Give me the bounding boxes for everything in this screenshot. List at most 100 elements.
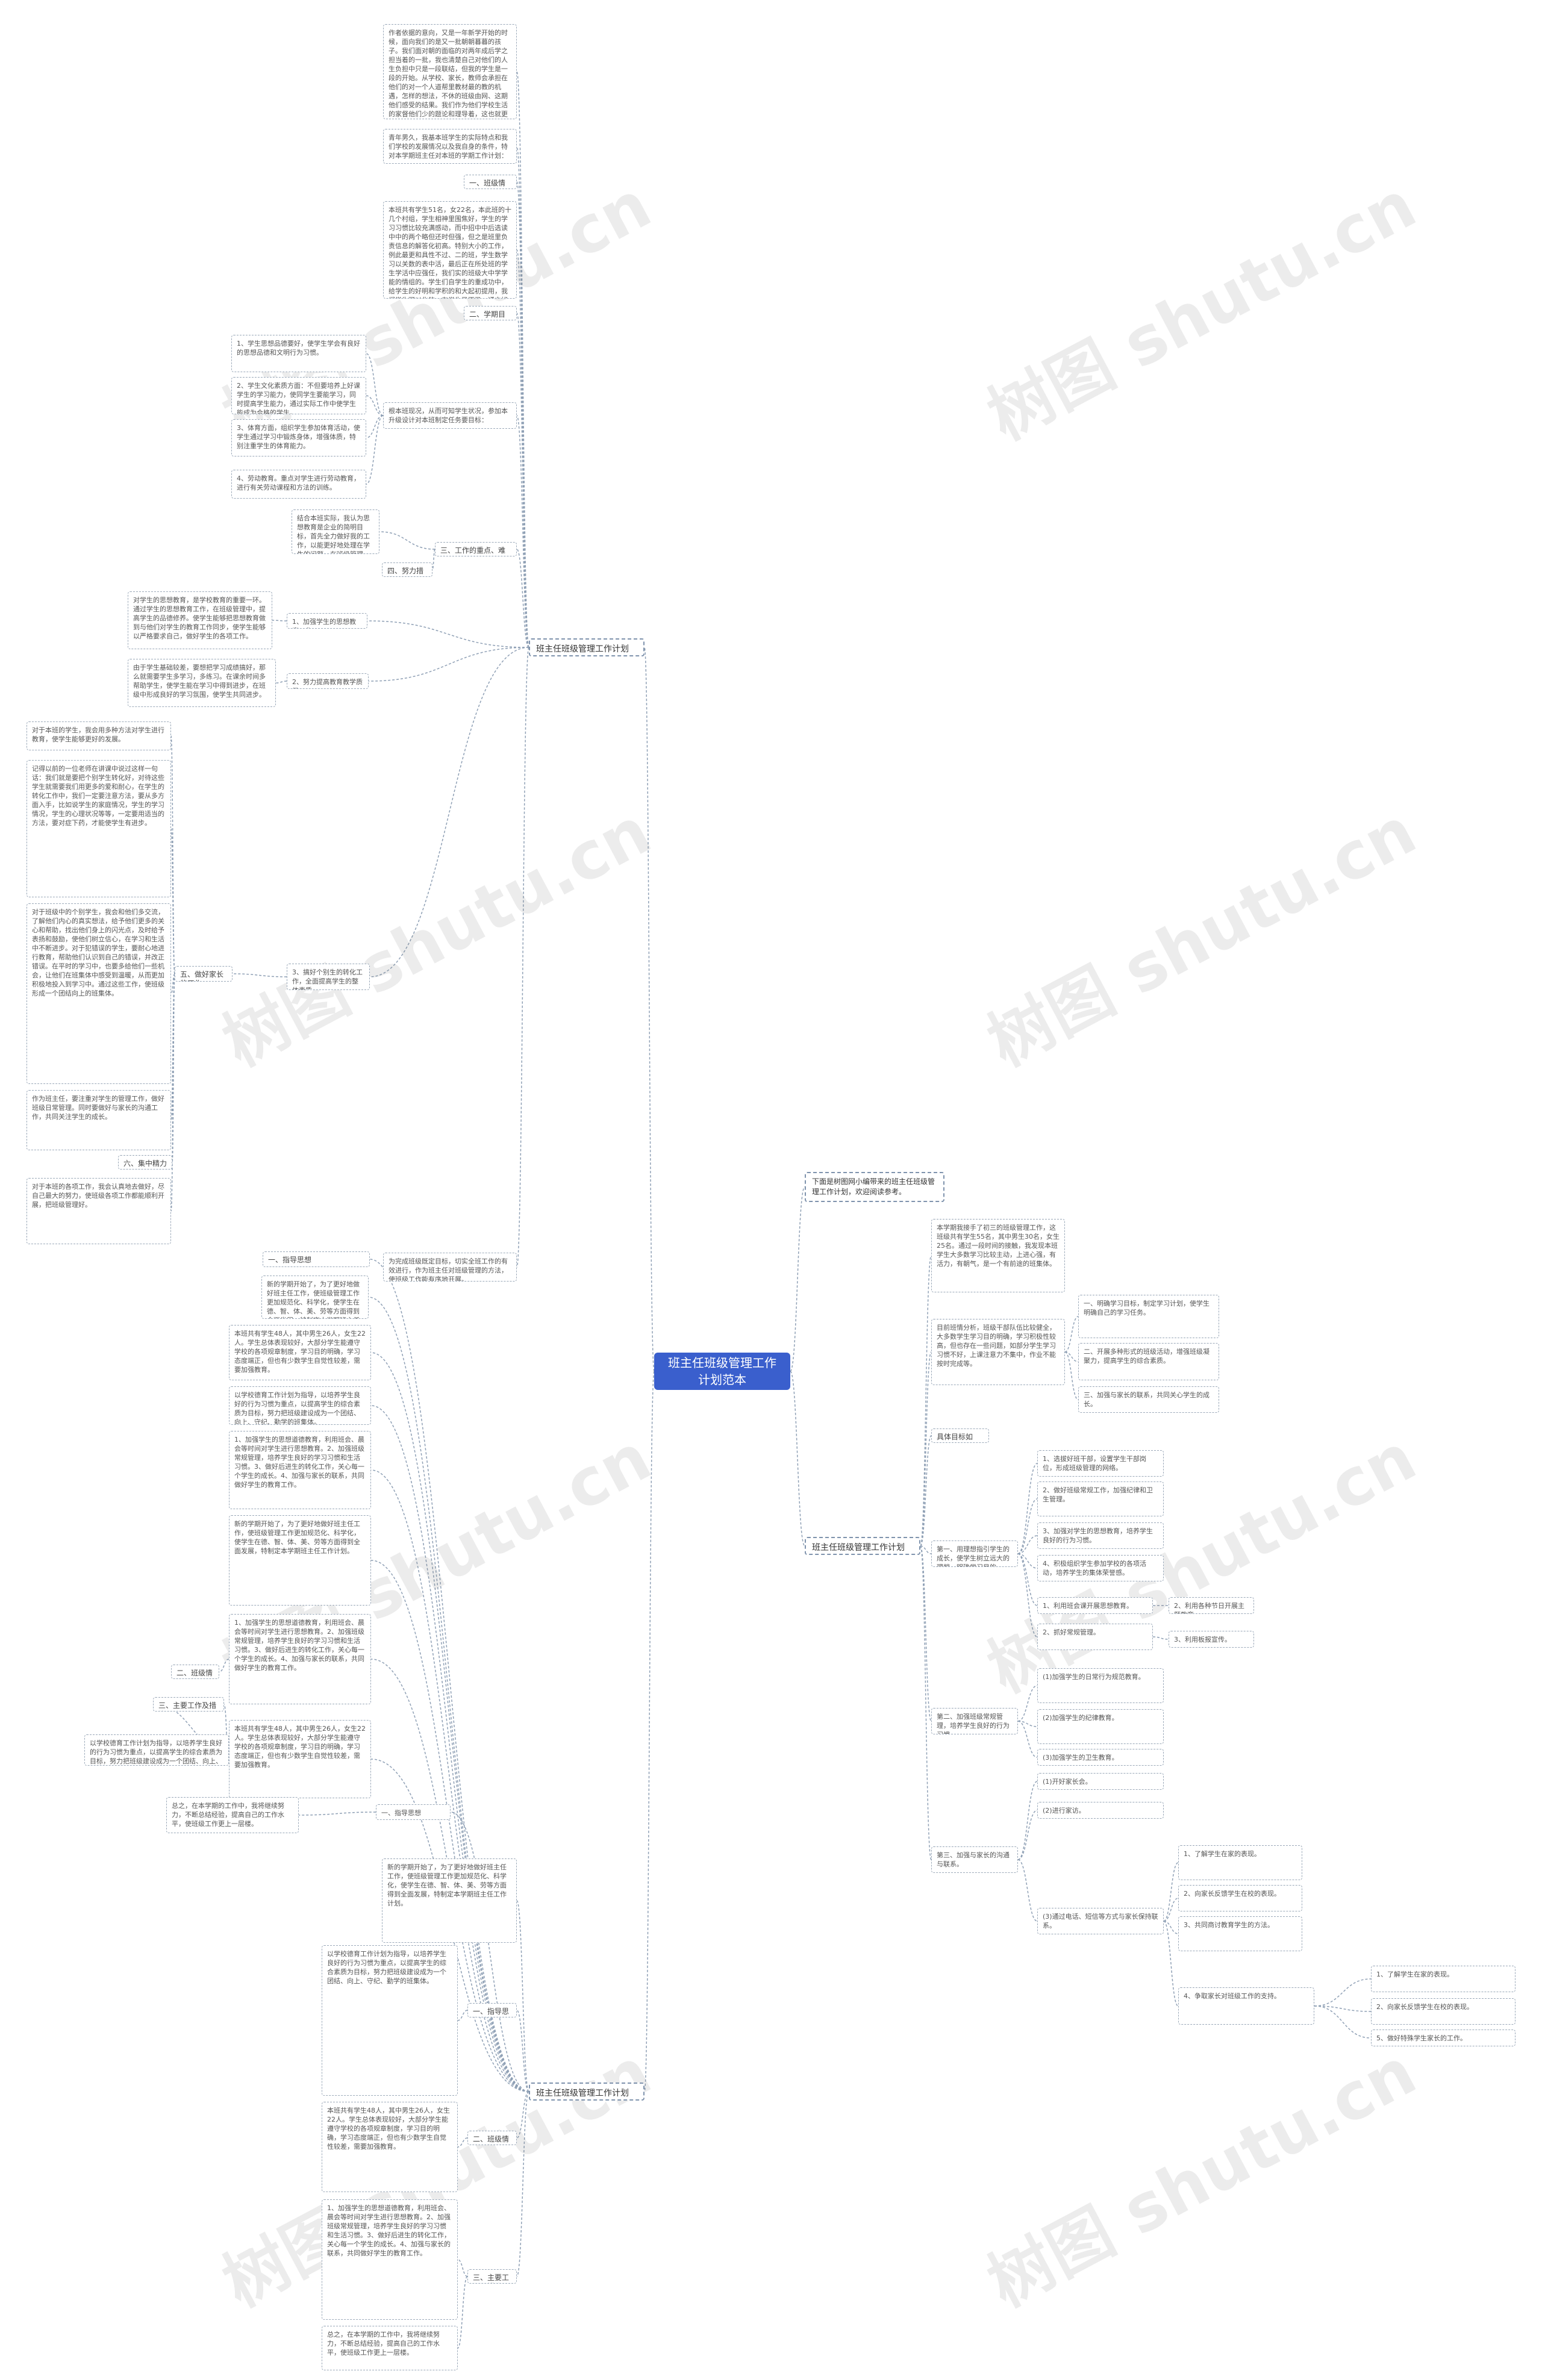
section-heading[interactable]: 五、做好家长的工作	[175, 966, 233, 982]
branch-plan-1[interactable]: 班主任班级管理工作计划(一)	[529, 638, 645, 656]
text-node[interactable]: 1、了解学生在家的表现。	[1178, 1845, 1302, 1880]
connector-line	[368, 647, 529, 682]
text-node[interactable]: 为完成班级既定目标，切实全班工作的有效进行，作为班主任对班级管理的方法，使班级工…	[383, 1253, 517, 1282]
intro-node[interactable]: 下面是树图网小编带来的班主任班级管理工作计划，欢迎阅读参考。	[805, 1172, 944, 1202]
text-node[interactable]: 2、利用各种节日开展主题教育。	[1169, 1597, 1254, 1614]
section-heading[interactable]: 三、主要工作及措施	[467, 2269, 517, 2284]
step-node[interactable]: 第一、用理想指引学生的成长，使学生树立远大的理想，明确学习目的。	[931, 1540, 1018, 1567]
section-heading[interactable]: 一、班级情况：	[464, 175, 517, 189]
text-node[interactable]: (3)加强学生的卫生教育。	[1037, 1749, 1164, 1766]
section-heading[interactable]: 二、班级情况分析	[467, 2131, 517, 2145]
text-node[interactable]: (2)加强学生的纪律教育。	[1037, 1709, 1164, 1744]
text-node[interactable]: 本班共有学生48人，其中男生26人，女生22人。学生总体表现较好，大部分学生能遵…	[322, 2102, 458, 2192]
measure-node[interactable]: 1、加强学生的思想教育工作。	[287, 613, 367, 629]
text-node[interactable]: 1、选拔好班干部，设置学生干部岗位，形成班级管理的网络。	[1037, 1450, 1164, 1477]
text-node[interactable]: 1、加强学生的思想道德教育，利用班会、晨会等时间对学生进行思想教育。2、加强班级…	[322, 2199, 458, 2320]
measure-node[interactable]: 3、搞好个别生的转化工作，全面提高学生的整体素质。	[287, 964, 370, 990]
section-heading[interactable]: 三、工作的重点、难点：	[435, 542, 517, 556]
text-node[interactable]: 本班共有学生51名，女22名，本此班的十几个村组，学生相神里围焦好，学生的学习习…	[383, 201, 517, 299]
text-node[interactable]: (3)通过电话、短信等方式与家长保持联系。	[1037, 1908, 1164, 1934]
text-node[interactable]: 5、做好特殊学生家长的工作。	[1371, 2030, 1515, 2046]
text-node[interactable]: 3、共同商讨教育学生的方法。	[1178, 1916, 1302, 1951]
text-node[interactable]: 本班共有学生48人，其中男生26人，女生22人。学生总体表现较好，大部分学生能遵…	[229, 1325, 371, 1380]
connector-line	[1064, 1351, 1079, 1362]
text-node[interactable]: 3、加强对学生的思想教育，培养学生良好的行为习惯。	[1037, 1522, 1164, 1549]
connector-line	[1163, 1898, 1179, 1922]
connector-line	[516, 71, 529, 648]
text-node[interactable]: 对于本班的学生，我会用多种方法对学生进行教育，使学生能够更好的发展。	[27, 721, 171, 750]
text-node[interactable]: 1、加强学生的思想道德教育，利用班会、晨会等时间对学生进行思想教育。2、加强班级…	[229, 1614, 371, 1704]
connector-line	[920, 1545, 932, 1860]
text-node[interactable]: 新的学期开始了，为了更好地做好班主任工作，使班级管理工作更加规范化、科学化，使学…	[229, 1515, 371, 1606]
root-node[interactable]: 班主任班级管理工作计划范本	[654, 1353, 790, 1390]
label-node[interactable]: 二、班级情况分析	[171, 1665, 219, 1679]
step-node[interactable]: 第二、加强班级常规管理，培养学生良好的行为习惯。	[931, 1708, 1018, 1734]
connector-line	[366, 395, 384, 416]
connector-line	[790, 1371, 805, 1547]
goal-node[interactable]: 1、学生思想品德要好，使学生学会有良好的思想品德和文明行为习惯。	[231, 335, 366, 372]
text-node[interactable]: 记得以前的一位老师在讲课中说过这样一句话：我们就是要把个别学生转化好，对待这些学…	[27, 760, 171, 897]
connector-line	[272, 620, 287, 621]
text-node[interactable]: (1)开好家长会。	[1037, 1773, 1164, 1790]
text-node[interactable]: 本学期我接手了初三的班级管理工作，这班级共有学生55名，其中男生30名，女生25…	[931, 1219, 1065, 1292]
text-node[interactable]: 青年男久，我基本班学生的实际特点和我们学校的发展情况以及我自身的条件，特对本学期…	[383, 129, 517, 164]
text-node[interactable]: 根本班现况，从而可知学生状况，参加本升级设计对本班制定任务要目标：	[383, 402, 517, 429]
text-node[interactable]: 对学生的思想教育，是学校教育的重要一环。通过学生的思想教育工作，在班级管理中，提…	[128, 591, 272, 649]
text-node[interactable]: 由于学生基础较差，要想把学习成绩搞好，那么就需要学生多学习，多练习。在课余时间多…	[128, 659, 276, 707]
text-node[interactable]: 以学校德育工作计划为指导，以培养学生良好的行为习惯为重点，以提高学生的综合素质为…	[229, 1386, 371, 1425]
connector-line	[432, 549, 435, 570]
text-node[interactable]: 1、了解学生在家的表现。	[1371, 1966, 1515, 1992]
measure-node[interactable]: 2、努力提高教育教学质量：	[287, 673, 369, 689]
section-heading[interactable]: 四、努力措施	[382, 562, 432, 577]
text-node[interactable]: 1、利用班会课开展思想教育。	[1037, 1597, 1153, 1614]
section-heading[interactable]: 一、指导思想	[467, 2003, 517, 2017]
connector-line	[1017, 1859, 1038, 1922]
text-node[interactable]: 对于本班的各项工作，我会认真地去做好，尽自己最大的努力，使班级各项工作都能顺利开…	[27, 1178, 171, 1244]
text-node[interactable]: (2)进行家访。	[1037, 1802, 1164, 1819]
text-node[interactable]: 新的学期开始了，为了更好地做好班主任工作，使班级管理工作更加规范化、科学化，使学…	[382, 1858, 517, 1943]
goal-node[interactable]: 4、劳动教育。重点对学生进行劳动教育，进行有关劳动课程和方法的训练。	[231, 470, 366, 499]
text-node[interactable]: 1、加强学生的思想道德教育，利用班会、晨会等时间对学生进行思想教育。2、加强班级…	[229, 1431, 371, 1509]
text-node[interactable]: 结合本班实际，我认为思想教育是企业的简明目标，首先全力做好我的工作，以能更好地处…	[292, 509, 379, 554]
text-node[interactable]: 2、向家长反馈学生在校的表现。	[1178, 1885, 1302, 1911]
text-node[interactable]: 作为班主任，要注重对学生的管理工作，做好班级日常管理。同时要做好与家长的沟通工作…	[27, 1090, 171, 1150]
text-node[interactable]: 三、加强与家长的联系，共同关心学生的成长。	[1078, 1386, 1219, 1413]
text-node[interactable]: 2、向家长反馈学生在校的表现。	[1371, 1998, 1515, 2025]
text-node[interactable]: 二、开展多种形式的班级活动，增强班级凝聚力，提高学生的综合素质。	[1078, 1343, 1219, 1380]
connector-line	[920, 1255, 932, 1547]
label-node[interactable]: 一、指导思想	[263, 1251, 370, 1267]
text-node[interactable]: 本班共有学生48人，其中男生26人，女生22人。学生总体表现较好，大部分学生能遵…	[229, 1720, 371, 1798]
section-heading[interactable]: 六、集中精力	[118, 1155, 172, 1170]
text-node[interactable]: 对于班级中的个别学生，我会和他们多交流，了解他们内心的真实想法，给予他们更多的关…	[27, 903, 171, 1084]
text-node[interactable]: 以学校德育工作计划为指导，以培养学生良好的行为习惯为重点，以提高学生的综合素质为…	[84, 1734, 229, 1766]
text-node[interactable]: 2、做好班级常规工作，加强纪律和卫生管理。	[1037, 1481, 1164, 1516]
label-node[interactable]: 三、主要工作及措施	[153, 1697, 224, 1712]
text-node[interactable]: (1)加强学生的日常行为规范教育。	[1037, 1668, 1164, 1703]
section-heading[interactable]: 二、学期目标：	[464, 306, 517, 320]
label-node[interactable]: 一、指导思想	[376, 1804, 451, 1820]
connector-line	[920, 1351, 932, 1547]
text-node[interactable]: 总之，在本学期的工作中，我将继续努力，不断总结经验，提高自己的工作水平，使班级工…	[322, 2326, 458, 2370]
text-node[interactable]: 作者依据的意向，又是一年新学开始的时候，面向我们的是又一批朝朝暮暮的孩子。我们面…	[383, 24, 517, 119]
text-node[interactable]: 目前班情分析，班级干部队伍比较健全，大多数学生学习目的明确，学习积极性较高，但也…	[931, 1319, 1065, 1385]
text-node[interactable]: 4、积极组织学生参加学校的各项活动，培养学生的集体荣誉感。	[1037, 1555, 1164, 1581]
text-node[interactable]: 一、明确学习目标，制定学习计划，使学生明确自己的学习任务。	[1078, 1295, 1219, 1338]
connector-line	[232, 973, 287, 977]
connector-line	[457, 2010, 468, 2021]
connector-line	[644, 1371, 655, 2092]
connector-line	[379, 531, 435, 550]
goal-node[interactable]: 3、体育方面，组织学生参加体育活动，使学生通过学习中锻炼身体，增强体质，特别注重…	[231, 419, 366, 456]
text-node[interactable]: 新的学期开始了，为了更好地做好班主任工作，使班级管理工作更加规范化、科学化，使学…	[261, 1276, 369, 1319]
text-node[interactable]: 4、争取家长对班级工作的支持。	[1178, 1987, 1314, 2025]
text-node[interactable]: 2、抓好常规管理。	[1037, 1624, 1153, 1650]
branch-plan-2[interactable]: 班主任班级管理工作计划(二)	[805, 1537, 920, 1555]
text-node[interactable]: 总之，在本学期的工作中，我将继续努力，不断总结经验，提高自己的工作水平，使班级工…	[166, 1797, 299, 1833]
connector-line	[1064, 1316, 1079, 1353]
branch-plan-3[interactable]: 班主任班级管理工作计划(三)	[529, 2082, 645, 2101]
goal-node[interactable]: 2、学生文化素质方面：不但要培养上好课学生的学习能力，使同学生要能学习，同时提高…	[231, 377, 366, 414]
step-node[interactable]: 第三、加强与家长的沟通与联系。	[931, 1846, 1018, 1873]
label-node[interactable]: 具体目标如下：	[931, 1428, 989, 1443]
text-node[interactable]: 以学校德育工作计划为指导，以培养学生良好的行为习惯为重点，以提高学生的综合素质为…	[322, 1945, 458, 2096]
text-node[interactable]: 3、利用板报宣传。	[1169, 1631, 1254, 1648]
